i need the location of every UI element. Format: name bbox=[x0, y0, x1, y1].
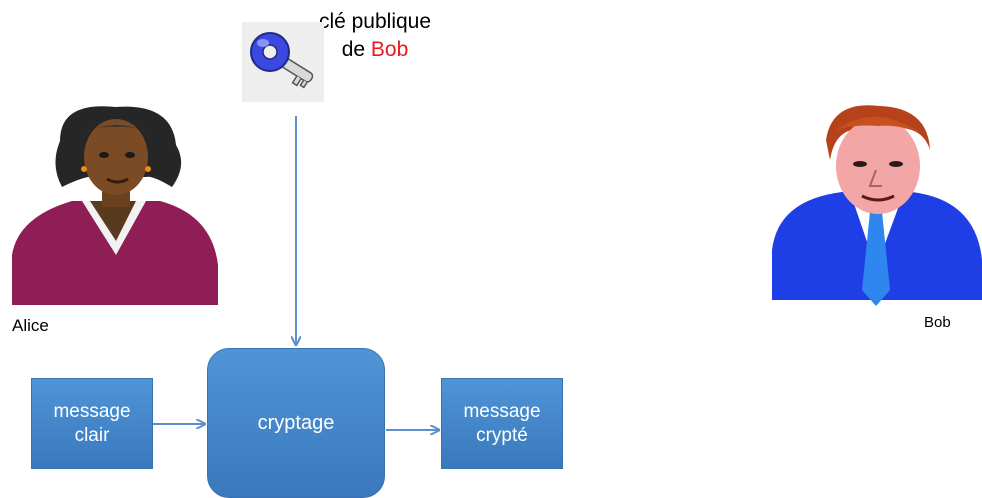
key-caption: clé publique de Bob bbox=[300, 8, 450, 64]
alice-portrait bbox=[12, 105, 220, 305]
key-caption-line1: clé publique bbox=[318, 10, 432, 33]
message-clair-line2: clair bbox=[74, 424, 110, 446]
bob-portrait bbox=[772, 100, 982, 312]
message-clair-box: message clair bbox=[31, 378, 153, 469]
key-icon bbox=[242, 22, 324, 102]
message-crypte-line2: crypté bbox=[476, 424, 528, 446]
key-owner-name: Bob bbox=[370, 38, 409, 61]
message-crypte-line1: message bbox=[463, 400, 541, 422]
cryptage-box: cryptage bbox=[207, 348, 385, 498]
bob-label: Bob bbox=[924, 314, 951, 331]
key-caption-line2: de Bob bbox=[341, 38, 409, 61]
alice-label: Alice bbox=[12, 316, 49, 335]
message-clair-line1: message bbox=[53, 400, 131, 422]
message-crypte-box: message crypté bbox=[441, 378, 563, 469]
cryptage-label: cryptage bbox=[257, 412, 335, 434]
